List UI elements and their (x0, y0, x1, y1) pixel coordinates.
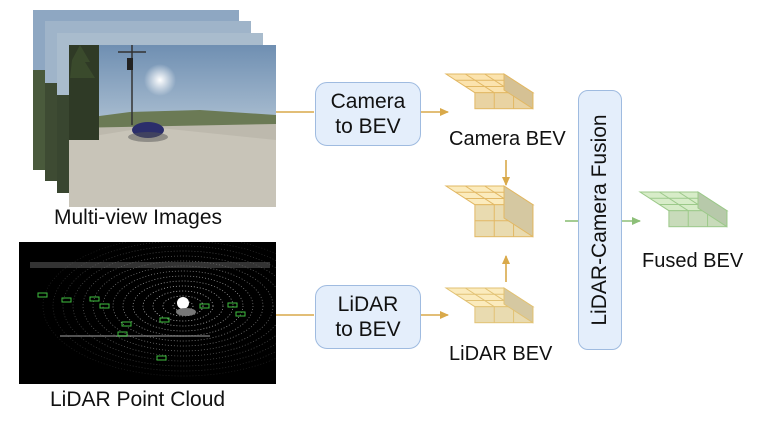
multiview-images-label: Multi-view Images (54, 206, 223, 229)
lidar-ring (62, 245, 304, 367)
bev-grid-line (659, 191, 689, 212)
lidar-ring (102, 265, 264, 347)
bev-grid-line (465, 73, 495, 94)
lidar-scan-line (60, 335, 210, 337)
lidar-detection-box (121, 321, 132, 327)
lidar-ring (92, 260, 274, 352)
lidar-to-bev-line1: LiDAR (337, 293, 399, 316)
lidar-ring (162, 295, 204, 317)
fused-bev-block (638, 191, 729, 228)
lidar-ring (72, 250, 294, 362)
bev-grid-line (465, 287, 495, 308)
lidar-to-bev-line2: to BEV (335, 318, 401, 341)
camera-bev-block (444, 73, 535, 110)
lidar-detection-box (159, 317, 170, 323)
lidar-detection-box (61, 297, 72, 303)
view-image-front (69, 45, 276, 207)
bev-block-side (697, 191, 728, 228)
lidar-detection-box (37, 292, 48, 298)
lidar-ring (112, 270, 254, 342)
camera-to-bev-line2: to BEV (335, 115, 401, 138)
combined-bev-block (444, 185, 535, 238)
lidar-ring (132, 280, 234, 332)
lidar-detection-box (227, 302, 238, 308)
lidar-detection-box (99, 303, 110, 309)
lidar-detection-box (235, 311, 246, 317)
lidar-ring (142, 285, 224, 327)
lidar-ring (82, 255, 284, 357)
lidar-ring (152, 290, 214, 322)
camera-to-bev-line1: Camera (330, 90, 406, 113)
lidar-scan-line (30, 262, 270, 268)
lidar-detection-box (156, 355, 167, 361)
multiview-image-stack (33, 10, 276, 207)
lidar-ring (52, 240, 314, 372)
lidar-detection-box (199, 303, 210, 309)
bev-grid-line (465, 185, 495, 206)
fusion-label: LiDAR-Camera Fusion (588, 114, 611, 326)
bev-block-side (503, 287, 534, 324)
camera-to-bev-module: Camera to BEV (315, 82, 421, 146)
lidar-bev-block (444, 287, 535, 324)
lidar-detection-box (117, 331, 128, 337)
lidar-to-bev-module: LiDAR to BEV (315, 285, 421, 349)
bev-block-side (503, 73, 534, 110)
fused-bev-label: Fused BEV (642, 250, 744, 272)
bev-block-side (503, 185, 534, 238)
lidar-detection-box (89, 296, 100, 302)
lidar-point-cloud-label: LiDAR Point Cloud (50, 388, 226, 411)
lidar-point-cloud-image (19, 235, 324, 384)
camera-bev-label: Camera BEV (449, 128, 566, 150)
lidar-ring (172, 300, 194, 312)
lidar-camera-fusion-module: LiDAR-Camera Fusion (578, 90, 622, 350)
lidar-bev-label: LiDAR BEV (449, 343, 553, 365)
